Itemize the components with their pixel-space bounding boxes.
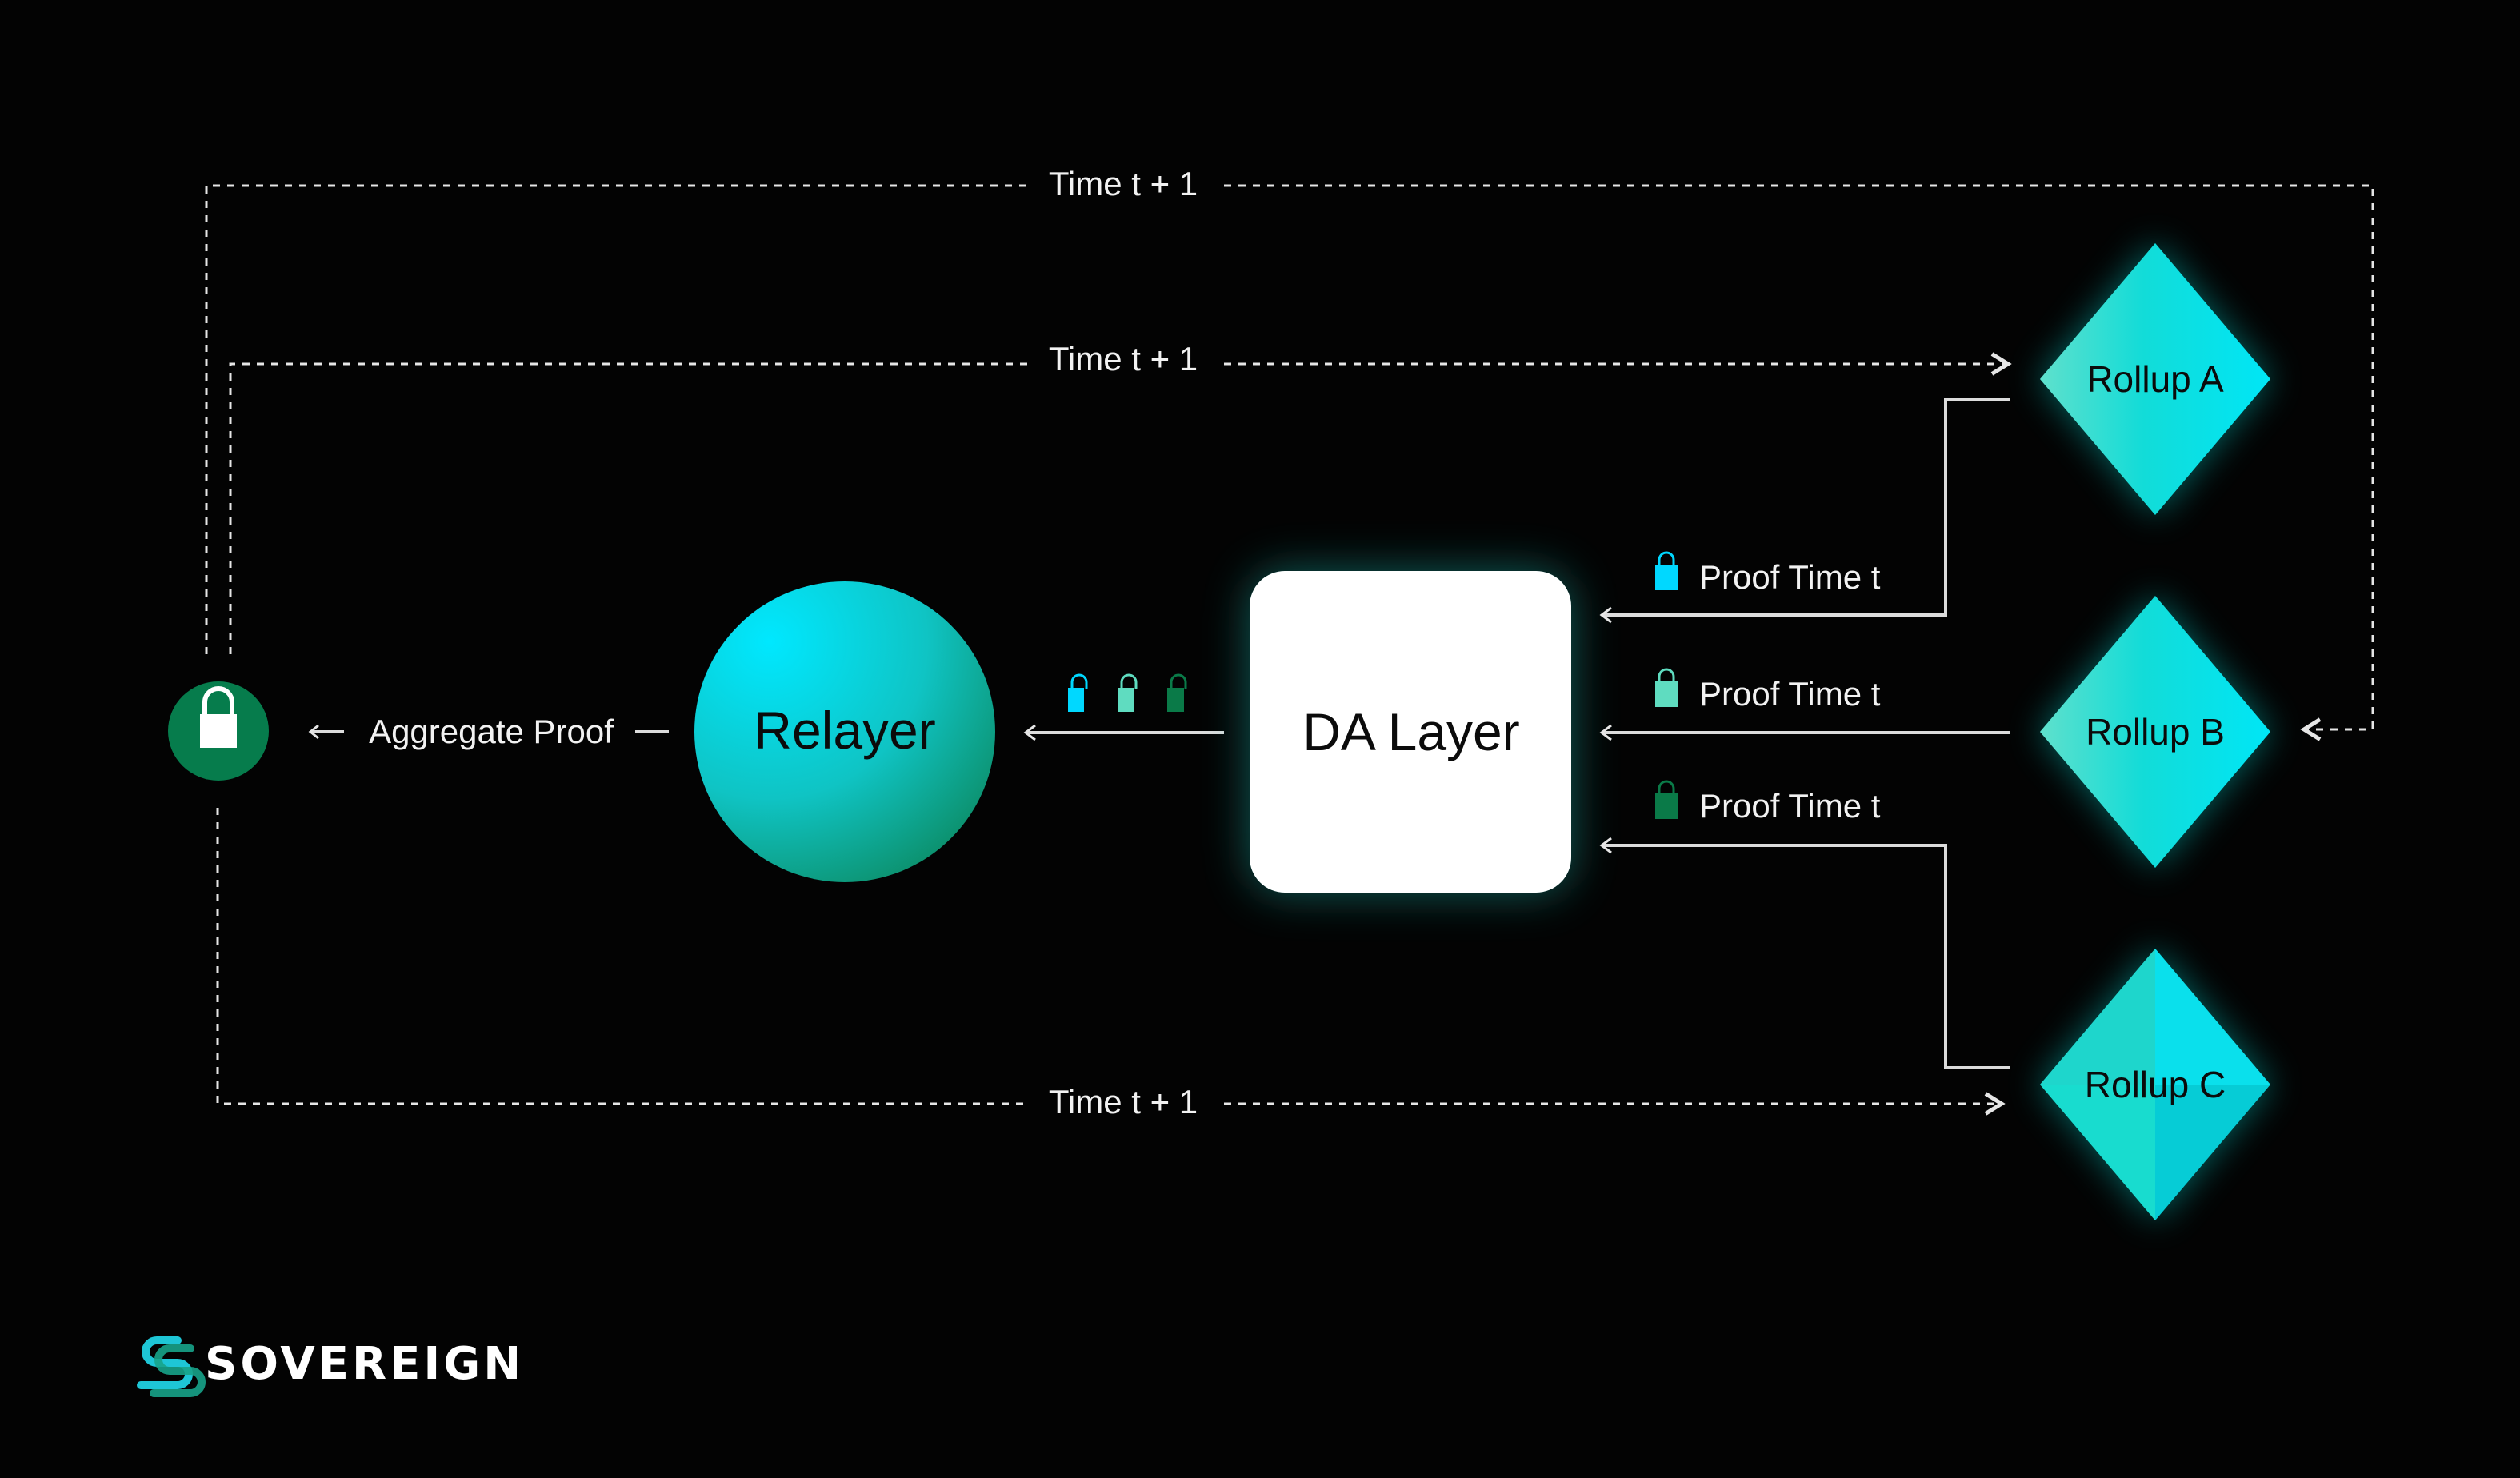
proof-edge-rollup-b: Proof Time t	[1599, 668, 2010, 741]
time-label-top-outer: Time t + 1	[1049, 165, 1198, 202]
rollup-a-diamond	[2040, 243, 2270, 515]
da-layer-label: DA Layer	[1302, 702, 1519, 761]
time-label-top-inner: Time t + 1	[1049, 340, 1198, 377]
rollup-a-label: Rollup A	[2086, 358, 2224, 400]
proof-lock-icon-green	[1655, 780, 1678, 819]
sovereign-logo: SOVEREIGN	[137, 1336, 524, 1397]
aggregate-lock-node[interactable]	[168, 681, 269, 781]
rollup-b-node[interactable]: Rollup B	[2040, 596, 2270, 868]
relayer-circle	[694, 581, 995, 882]
proof-label-c: Proof Time t	[1699, 787, 1881, 825]
lock-icon	[200, 686, 237, 748]
rollup-a-node[interactable]: Rollup A	[2040, 243, 2270, 515]
aggregate-proof-label: Aggregate Proof	[369, 713, 614, 750]
da-layer-node[interactable]: DA Layer	[1250, 571, 1571, 893]
time-loop-inner: Time t + 1	[229, 340, 2012, 654]
time-loop-bottom: Time t + 1	[216, 808, 2006, 1120]
proof-lock-icon-cyan	[1068, 673, 1088, 712]
relayer-node[interactable]: Relayer	[694, 581, 995, 882]
da-layer-box	[1250, 571, 1571, 893]
time-loop-outer: Time t + 1	[205, 165, 2374, 741]
rollup-c-node[interactable]: Rollup C	[2040, 949, 2270, 1220]
proof-label-a: Proof Time t	[1699, 558, 1881, 596]
rollup-c-facet	[2040, 949, 2155, 1085]
rollup-b-label: Rollup B	[2086, 711, 2225, 753]
proof-lock-icon-cyan	[1655, 551, 1678, 590]
time-label-bottom: Time t + 1	[1049, 1083, 1198, 1120]
rollup-c-label: Rollup C	[2085, 1064, 2226, 1105]
proof-lock-icon-mint	[1655, 668, 1678, 707]
proof-lock-icon-green	[1167, 673, 1187, 712]
proof-lock-icon-mint	[1118, 673, 1138, 712]
relayer-label: Relayer	[754, 701, 935, 760]
rollup-b-diamond	[2040, 596, 2270, 868]
sovereign-logo-icon	[137, 1336, 206, 1397]
da-to-relayer-edge	[1023, 673, 1224, 741]
aggregate-proof-edge: Aggregate Proof	[308, 713, 669, 750]
proof-edge-rollup-c: Proof Time t	[1599, 780, 2010, 1069]
proof-label-b: Proof Time t	[1699, 675, 1881, 713]
proof-edge-rollup-a: Proof Time t	[1599, 398, 2010, 624]
brand-name: SOVEREIGN	[205, 1338, 524, 1390]
